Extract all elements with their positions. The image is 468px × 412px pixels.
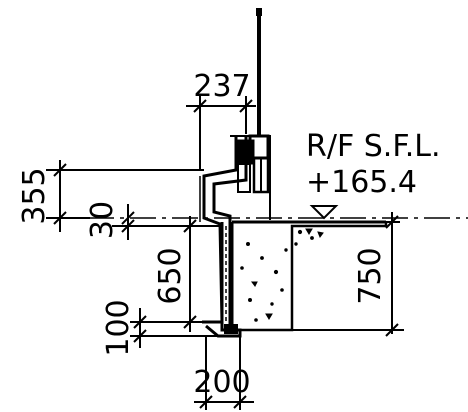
level-marker [46, 205, 468, 220]
slab-section [202, 220, 388, 338]
dimension-lines [46, 96, 404, 410]
dim-left-height: 355 [17, 167, 52, 224]
drip-fill [224, 324, 238, 334]
parapet-top [230, 135, 271, 220]
level-value: +165.4 [306, 165, 417, 200]
parapet-inner-profile [212, 136, 248, 326]
dim-slab-depth: 750 [353, 247, 388, 304]
dim-top-width: 237 [193, 69, 250, 104]
slab-right-profile [232, 222, 388, 332]
level-triangle-icon [309, 205, 339, 220]
level-name: R/F S.F.L. [306, 129, 441, 164]
parapet-outer-profile [202, 136, 238, 323]
dim-beam-height: 650 [153, 247, 188, 304]
railing-post-cap [256, 8, 262, 16]
parapet [199, 135, 271, 326]
railing-embed [237, 163, 251, 193]
dim-bottom-width: 200 [193, 365, 250, 400]
dim-left-small: 30 [85, 201, 120, 239]
concrete-hatch [240, 228, 324, 322]
dim-bottom-small: 100 [101, 299, 136, 356]
